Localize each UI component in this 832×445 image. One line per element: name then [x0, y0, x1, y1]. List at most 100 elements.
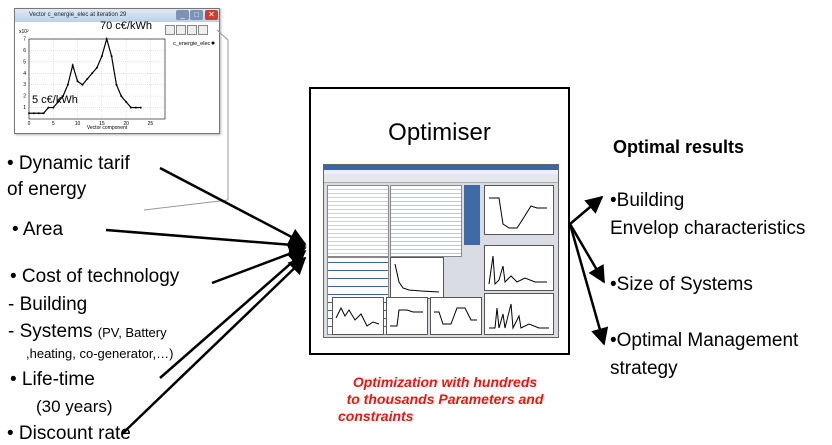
x-axis-label: Vector component — [87, 125, 128, 131]
data-point — [96, 66, 98, 69]
arrow-discount — [121, 256, 307, 435]
arrow-out-management — [568, 223, 609, 346]
x-tick-label: 5 — [52, 121, 55, 127]
x-tick-label: 0 — [28, 121, 31, 127]
close-button[interactable]: ✕ — [205, 10, 218, 20]
series-line — [29, 36, 141, 114]
maximize-button[interactable]: □ — [190, 10, 203, 20]
toolbar-icon[interactable] — [198, 25, 208, 35]
output-heading: Optimal results — [613, 137, 745, 157]
thumb-selection-bar — [464, 185, 480, 245]
tariff-line-2: of energy — [7, 179, 87, 200]
data-point — [81, 83, 84, 86]
arrow-out-building — [569, 195, 604, 225]
x-tick-label: 25 — [148, 121, 154, 127]
y-tick-label: 1 — [23, 105, 26, 111]
data-point — [52, 106, 55, 109]
data-point — [71, 64, 74, 67]
y-tick-label: 6 — [23, 48, 26, 54]
output-1-line-1: •Building — [610, 190, 685, 211]
toolbar-icon[interactable] — [187, 25, 197, 35]
thumb-toolbar — [324, 174, 558, 183]
data-point — [115, 83, 118, 86]
thumb-plot — [484, 185, 554, 235]
arrow-tariff — [159, 166, 307, 246]
output-3-line-1: •Optimal Management — [610, 330, 799, 351]
y-tick-label: 5 — [23, 59, 26, 65]
thumb-menubar — [324, 170, 558, 174]
output-3-line-2: strategy — [610, 358, 678, 379]
output-building-envelope: •Building Envelop characteristics — [610, 189, 805, 241]
output-size-systems: •Size of Systems — [610, 274, 753, 295]
minimize-button[interactable]: _ — [176, 10, 189, 20]
series-points — [28, 38, 142, 115]
data-point — [91, 72, 94, 75]
output-management: •Optimal Management strategy — [610, 329, 798, 381]
arrow-systems — [159, 249, 307, 379]
plot-frame — [28, 38, 166, 120]
data-point — [105, 38, 108, 40]
input-cost-technology: • Cost of technology — [10, 266, 180, 287]
data-point — [130, 106, 132, 109]
x-tick-label: 20 — [123, 121, 129, 127]
lifetime-value: (30 years) — [36, 397, 113, 416]
caption-line-1: Optimization with hundreds — [352, 374, 538, 390]
inset-window-titlebar: Vector c_energie_elec at iteration 29 — [15, 9, 219, 22]
tariff-line-1: • Dynamic tarif — [7, 153, 130, 174]
y-exponent: x10² — [19, 29, 29, 35]
thumb-parameter-table — [327, 185, 389, 257]
thumb-plot — [484, 293, 554, 335]
y-tick-label: 4 — [23, 71, 26, 77]
data-point — [37, 112, 40, 115]
y-tick-label: 3 — [23, 82, 26, 88]
optimiser-box: Optimiser — [309, 87, 570, 355]
arrow-out-size — [568, 223, 606, 284]
thumb-plot — [484, 245, 554, 291]
y-tick-label: 7 — [23, 37, 26, 43]
thumb-plot — [386, 297, 428, 335]
inset-window-title: Vector c_energie_elec at iteration 29 — [29, 12, 127, 18]
optimiser-title: Optimiser — [388, 119, 491, 146]
toolbar-icon[interactable] — [176, 25, 186, 35]
systems-label: - Systems — [8, 321, 98, 342]
data-point — [100, 55, 103, 58]
data-point — [125, 100, 128, 103]
arrow-cost — [211, 245, 307, 285]
arrow-area — [105, 228, 307, 254]
systems-detail-1: (PV, Battery — [97, 325, 167, 340]
thumb-plot — [390, 257, 444, 299]
toolbar-icon[interactable] — [165, 25, 175, 35]
thumb-plot — [332, 297, 384, 335]
output-1-line-2: Envelop characteristics — [610, 218, 806, 239]
input-dynamic-tariff: • Dynamic tarif of energy — [7, 153, 130, 201]
systems-detail-2: ,heating, co-generator,…) — [26, 346, 174, 361]
data-point — [86, 78, 89, 80]
thumb-plot — [430, 297, 482, 335]
data-point — [32, 112, 35, 115]
caption-line-3: constraints — [338, 408, 414, 424]
data-point — [47, 106, 50, 109]
input-area: • Area — [12, 219, 64, 240]
top-price-annotation: 70 c€/kWh — [100, 20, 152, 32]
input-building: - Building — [8, 294, 88, 315]
thumb-titlebar — [324, 165, 558, 170]
thumb-variable-list — [390, 185, 462, 257]
data-point — [42, 112, 45, 115]
y-tick-label: 2 — [23, 94, 26, 100]
bottom-price-annotation: 5 c€/kWh — [32, 94, 78, 106]
data-point — [57, 100, 60, 103]
optimiser-app-thumbnail — [323, 164, 559, 338]
caption-line-2: to thousands Parameters and — [346, 391, 544, 407]
input-systems: - Systems (PV, Battery — [8, 321, 167, 344]
data-point — [134, 106, 137, 109]
input-lifetime: • Life-time — [10, 369, 95, 390]
data-point — [28, 112, 30, 115]
input-discount-rate: • Discount rate — [7, 423, 131, 444]
data-point — [62, 95, 64, 98]
data-point — [76, 80, 79, 83]
data-point — [139, 106, 142, 109]
